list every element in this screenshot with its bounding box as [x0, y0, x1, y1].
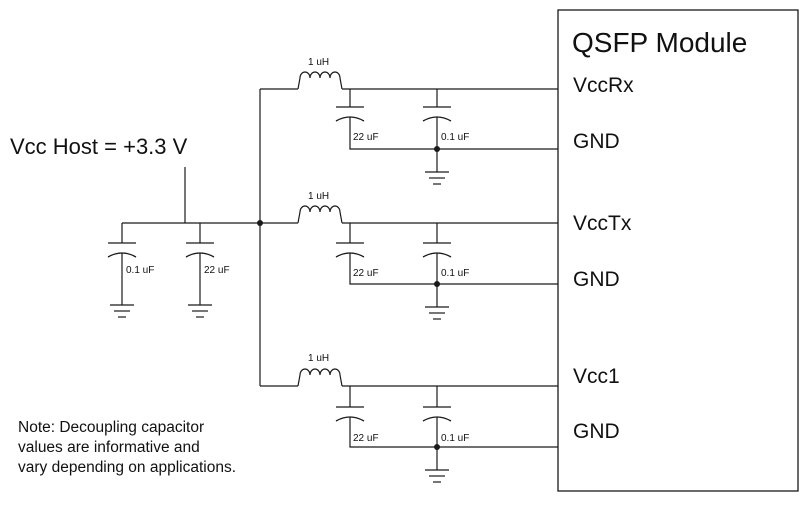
- filter-vccrx: 1 uH 22 uF 0.1 uF: [260, 57, 558, 185]
- inductor-vccrx-label: 1 uH: [308, 57, 329, 68]
- inductor-vcctx-label: 1 uH: [308, 191, 329, 202]
- bulk-cap-vcctx-label: 22 uF: [353, 268, 379, 279]
- pin-gnd-3: GND: [573, 420, 620, 443]
- note-line-3: vary depending on applications.: [18, 459, 236, 476]
- host-bypass-cap-label: 0.1 uF: [126, 265, 154, 276]
- inductor-vcctx: [297, 205, 343, 224]
- inductor-vccrx: [297, 71, 343, 90]
- pin-vccrx: VccRx: [573, 74, 634, 97]
- qsfp-module-box: [557, 9, 799, 492]
- decoupling-note: Note: Decoupling capacitor values are in…: [18, 419, 236, 476]
- bulk-cap-vcc1-label: 22 uF: [353, 433, 379, 444]
- host-bypass-capacitor: 0.1 uF: [107, 223, 154, 318]
- host-bulk-capacitor: 22 uF: [185, 223, 230, 318]
- note-line-1: Note: Decoupling capacitor: [18, 419, 204, 436]
- bypass-cap-vcctx-label: 0.1 uF: [441, 268, 469, 279]
- inductor-vcc1-label: 1 uH: [308, 353, 329, 364]
- pin-vcc1: Vcc1: [573, 365, 620, 388]
- note-line-2: values are informative and: [18, 439, 200, 456]
- pin-gnd-2: GND: [573, 268, 620, 291]
- pin-gnd-1: GND: [573, 130, 620, 153]
- inductor-vcc1: [297, 368, 343, 387]
- filter-vcctx: 1 uH 22 uF 0.1 uF: [260, 191, 558, 320]
- pin-vcctx: VccTx: [573, 212, 632, 235]
- bulk-cap-vccrx-label: 22 uF: [353, 132, 379, 143]
- bypass-cap-vcc1-label: 0.1 uF: [441, 433, 469, 444]
- bypass-cap-vccrx-label: 0.1 uF: [441, 132, 469, 143]
- filter-vcc1: 1 uH 22 uF 0.1 uF: [260, 353, 558, 483]
- host-bulk-cap-label: 22 uF: [204, 265, 230, 276]
- host-supply-label: Vcc Host = +3.3 V: [10, 134, 188, 159]
- module-title: QSFP Module: [572, 27, 747, 58]
